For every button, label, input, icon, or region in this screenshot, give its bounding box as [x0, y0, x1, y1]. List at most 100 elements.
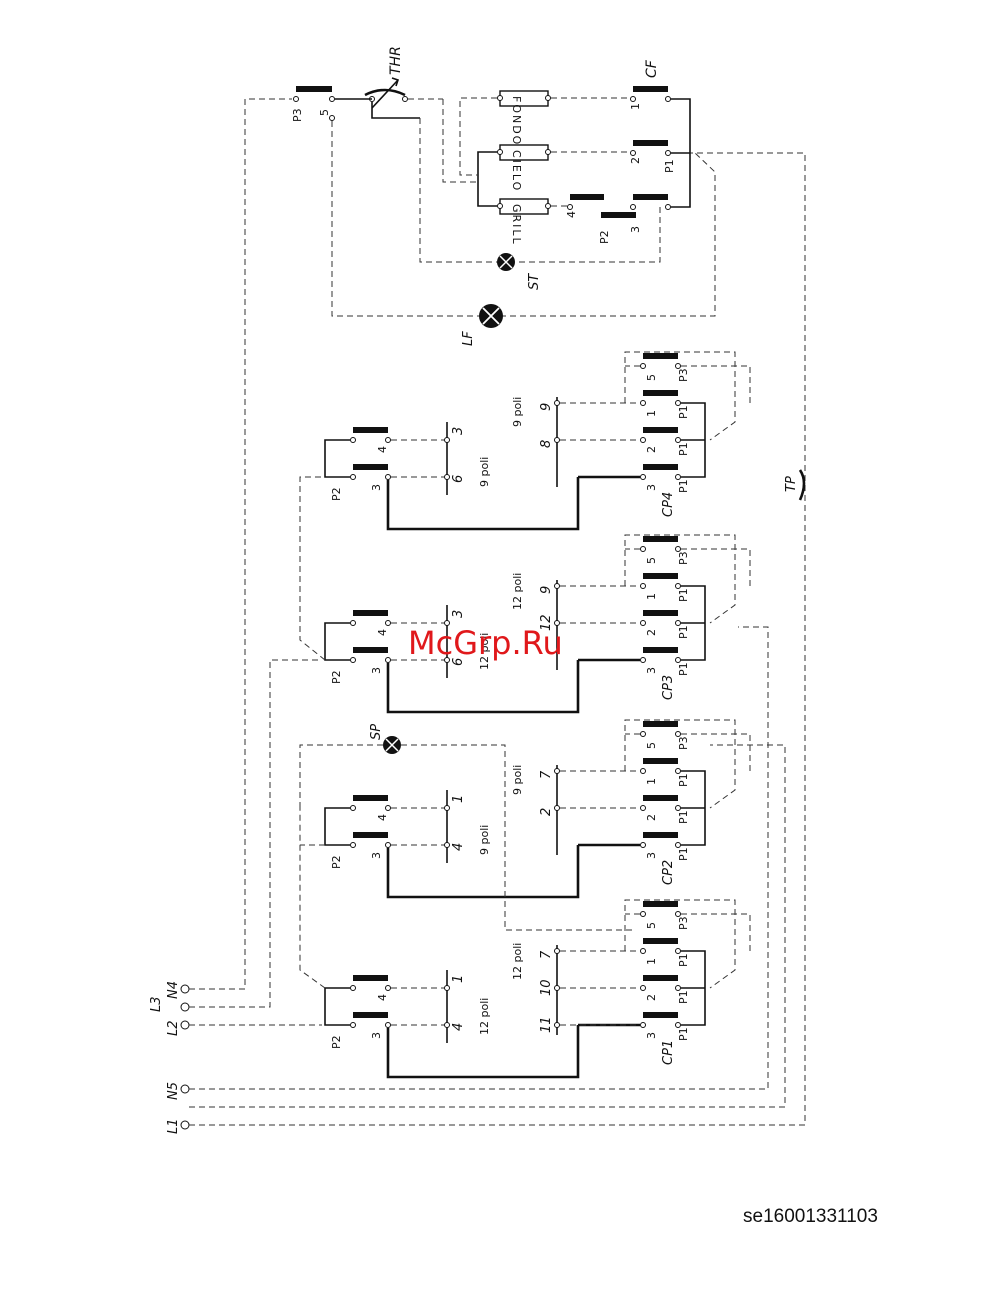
- label-n4: N4: [166, 981, 181, 999]
- cp-contact-p3: P3: [677, 368, 690, 382]
- indicators: SP TP: [299, 469, 806, 931]
- connector-b-pin: 8: [539, 440, 554, 448]
- cp-contact-p1: P1: [677, 479, 690, 493]
- cp-contact-1: 1: [645, 778, 658, 785]
- cp-contact-p1: P1: [677, 1027, 690, 1041]
- supply-terminals: N4 L3 L2 N5 L1: [149, 981, 190, 1134]
- connector-a-pin: 1: [451, 795, 466, 803]
- cp-contact-p1: P1: [677, 990, 690, 1004]
- indicator-sp: SP: [369, 724, 384, 740]
- cp-contact-5: 5: [645, 742, 658, 749]
- connector-b-label: 12 poli: [511, 573, 524, 610]
- connector-a-pin: 3: [451, 610, 466, 618]
- terminal-n5: [180, 1084, 190, 1094]
- thermostat-thr: THR: [388, 46, 404, 75]
- lamp-st: ST: [527, 273, 542, 290]
- watermark: McGrp.Ru: [408, 624, 563, 662]
- connector-b-pin: 12: [539, 614, 554, 631]
- cp-contact-p1: P1: [677, 662, 690, 676]
- contact-3-label: 3: [370, 852, 383, 859]
- connector-b-pin: 2: [539, 808, 554, 816]
- connector-a-label: 12 poli: [478, 998, 491, 1035]
- oven-switch-cf: CF 1 2 P1 3 P2 4 FONDO CIELO GRILL: [291, 46, 716, 346]
- cp-contact-1: 1: [645, 958, 658, 965]
- cp-contact-p1: P1: [677, 588, 690, 602]
- cp-contact-3: 3: [645, 852, 658, 859]
- cp-contact-3: 3: [645, 667, 658, 674]
- connector-b-label: 12 poli: [511, 943, 524, 980]
- connector-b-pin: 9: [539, 403, 554, 411]
- cf-pos-3: 3: [629, 226, 642, 233]
- connector-a-pin: 6: [451, 658, 466, 666]
- cf-pos-4: 4: [565, 211, 578, 218]
- cp-name: CP3: [661, 675, 676, 700]
- connector-b-pin: 9: [539, 586, 554, 594]
- contact-3-label: 3: [370, 667, 383, 674]
- cp-contact-p1: P1: [677, 773, 690, 787]
- contact-4-label: 4: [376, 994, 389, 1001]
- cp-contact-3: 3: [645, 1032, 658, 1039]
- connector-a-pin: 4: [451, 1023, 466, 1031]
- cp-contact-p3: P3: [677, 551, 690, 565]
- diagram-code: se16001331103: [743, 1206, 878, 1227]
- connector-a-pin: 4: [451, 843, 466, 851]
- connector-b-pin: 7: [539, 770, 554, 779]
- cp-contact-p1: P1: [677, 847, 690, 861]
- terminal-l2: [180, 1020, 190, 1030]
- element-fondo: FONDO: [510, 96, 523, 146]
- connector-a-pin: 6: [451, 475, 466, 483]
- terminal-n4: [180, 984, 190, 994]
- cp-contact-3: 3: [645, 484, 658, 491]
- cp-contact-p1: P1: [677, 442, 690, 456]
- cp-contact-2: 2: [645, 629, 658, 636]
- cp-name: CP2: [661, 860, 676, 885]
- connector-a-pin: 1: [451, 975, 466, 983]
- p2-label: P2: [330, 487, 343, 501]
- indicator-tp: TP: [784, 476, 799, 492]
- cp-contact-5: 5: [645, 374, 658, 381]
- p2-label: P2: [330, 1035, 343, 1049]
- label-n5: N5: [166, 1082, 181, 1100]
- cp-name: CP1: [661, 1040, 676, 1065]
- connector-b-pin: 10: [539, 979, 554, 996]
- connector-b-label: 9 poli: [511, 397, 524, 427]
- contact-3-label: 3: [370, 1032, 383, 1039]
- cf-title: CF: [644, 59, 660, 78]
- element-grill: GRILL: [510, 204, 523, 246]
- cp-contact-p1: P1: [677, 953, 690, 967]
- connector-b-pin: 7: [539, 950, 554, 959]
- contact-4-label: 4: [376, 629, 389, 636]
- lamp-lf: LF: [461, 331, 476, 346]
- cf-pos-p2: P2: [598, 230, 611, 244]
- contact-3-label: 3: [370, 484, 383, 491]
- cp-contact-2: 2: [645, 446, 658, 453]
- label-l2: L2: [166, 1020, 181, 1036]
- cf-pos-1: 1: [629, 103, 642, 110]
- p2-label: P2: [330, 670, 343, 684]
- cp-contact-2: 2: [645, 994, 658, 1001]
- contact-4-label: 4: [376, 814, 389, 821]
- p2-label: P2: [330, 855, 343, 869]
- cp-contact-2: 2: [645, 814, 658, 821]
- cf-pos-2: 2: [629, 157, 642, 164]
- cp-contact-1: 1: [645, 593, 658, 600]
- connector-a-pin: 3: [451, 427, 466, 435]
- label-l1: L1: [166, 1118, 181, 1134]
- cp-name: CP4: [661, 492, 676, 517]
- cp-contact-p1: P1: [677, 625, 690, 639]
- five-label: 5: [318, 109, 331, 116]
- element-cielo: CIELO: [510, 150, 523, 192]
- cp-contact-5: 5: [645, 557, 658, 564]
- cp-contact-p3: P3: [677, 736, 690, 750]
- connector-a-label: 9 poli: [478, 457, 491, 487]
- connector-b-label: 9 poli: [511, 765, 524, 795]
- supply-wiring: [189, 98, 806, 1126]
- connector-a-label: 9 poli: [478, 825, 491, 855]
- cf-pos-p1: P1: [663, 159, 676, 173]
